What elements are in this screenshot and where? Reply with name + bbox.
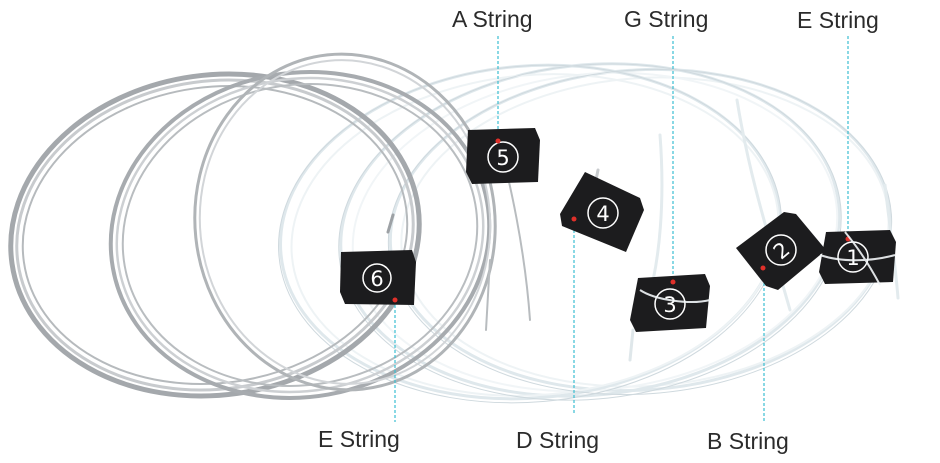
nylon-string-shadows (278, 63, 893, 404)
label-b-string: B String (707, 428, 789, 454)
tag-4: 4 (560, 172, 644, 252)
steel-string-coils (8, 52, 497, 400)
tag-6: 6 (340, 250, 416, 305)
tag-1: 1 (819, 230, 896, 284)
tag-6-number: 6 (370, 267, 383, 291)
tag-5-number: 5 (496, 146, 509, 170)
tag-3-number: 3 (663, 293, 676, 317)
tag-1-number: 1 (846, 246, 859, 270)
label-g-string: G String (624, 6, 709, 32)
label-e-string-bottom: E String (318, 426, 400, 452)
label-d-string: D String (516, 427, 600, 453)
leader-lines (394, 36, 849, 422)
tag-2: 2 (736, 212, 826, 290)
tag-4-number: 4 (596, 202, 609, 226)
tag-5: 5 (466, 128, 540, 184)
label-e-string-top: E String (797, 7, 879, 33)
label-a-string: A String (452, 6, 533, 32)
tag-3: 3 (630, 274, 710, 332)
nylon-overlay-strands (639, 231, 896, 303)
